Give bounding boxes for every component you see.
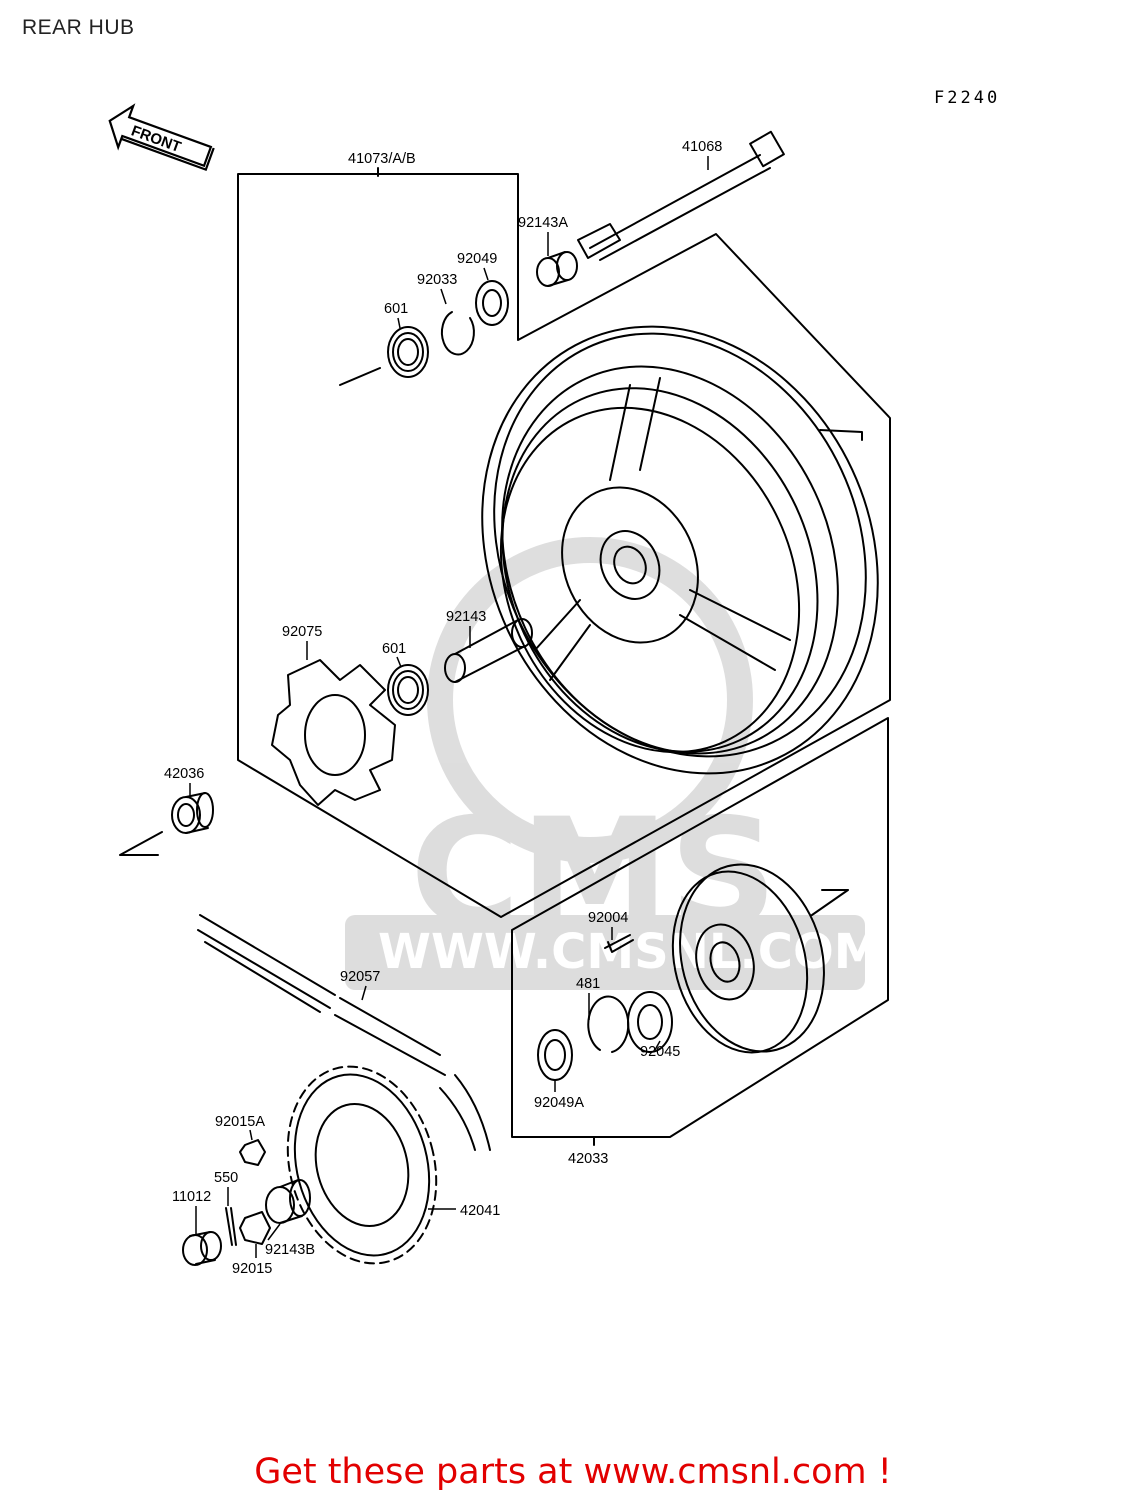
label-42041: 42041 [460,1203,500,1219]
oil-seal-92049 [475,280,509,326]
bearing-601-top [387,326,429,378]
front-arrow-icon: FRONT [108,103,215,172]
label-92004: 92004 [588,910,628,926]
hub-assembly-frame [511,717,889,1138]
bearing-601-mid [387,664,429,716]
label-92049: 92049 [457,251,497,267]
sprocket-42041 [286,1065,438,1265]
circlip-481 [587,995,630,1053]
label-41073: 41073/A/B [348,151,416,167]
axle-part [577,130,785,261]
circlip-92033 [440,311,475,356]
drive-chain-92057 [197,914,491,1151]
wheel-rim [481,325,879,775]
label-481: 481 [576,976,600,992]
spacer-92143a [536,251,578,287]
watermark-url: WWW.CMSNL.COM [378,924,882,980]
label-92015a: 92015A [215,1114,265,1130]
label-92143: 92143 [446,609,486,625]
label-41068: 41068 [682,139,722,155]
cotter-pin-550 [225,1207,237,1246]
label-42036: 42036 [164,766,204,782]
label-11012: 11012 [172,1189,211,1205]
damper-92075 [271,659,396,806]
label-92143a: 92143A [518,215,568,231]
label-601-top: 601 [384,301,408,317]
label-601-mid: 601 [382,641,406,657]
spacer-92143 [444,618,533,683]
label-92033: 92033 [417,272,457,288]
oil-seal-92049a [537,1029,573,1081]
page-title: REAR HUB [22,16,135,39]
wheel-assembly-frame [237,173,891,918]
bearing-92045 [627,991,673,1053]
sprocket-hub-42033 [671,863,825,1054]
label-92045: 92045 [640,1044,680,1060]
cms-watermark: CMS WWW.CMSNL.COM [345,537,882,990]
figure-code: F2240 [934,88,1001,108]
label-550: 550 [214,1170,238,1186]
part-labels: 41073/A/B 41068 92143A 92049 92033 601 9… [164,139,722,1277]
nut-92015 [239,1211,271,1245]
label-92075: 92075 [282,624,322,640]
label-92015: 92015 [232,1261,272,1277]
cap-11012 [182,1231,222,1266]
collar-42036 [171,792,214,834]
label-92143b: 92143B [265,1242,315,1258]
bolt-92004 [604,934,634,953]
label-92049a: 92049A [534,1095,584,1111]
nut-92015a [239,1139,266,1166]
promo-link-text[interactable]: Get these parts at www.cmsnl.com ! [254,1452,892,1492]
label-92057: 92057 [340,969,380,985]
label-42033: 42033 [568,1151,608,1167]
collar-92143b [265,1179,311,1224]
